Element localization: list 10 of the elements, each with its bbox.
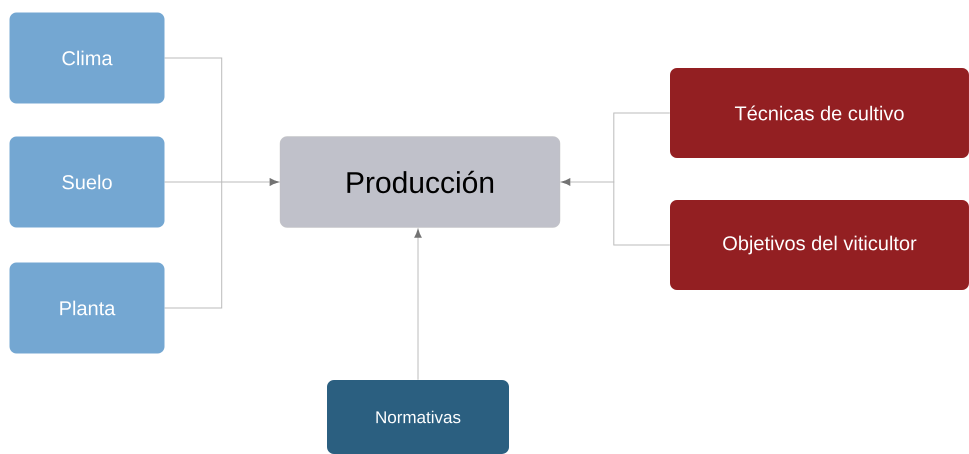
central-box: Producción: [280, 136, 560, 228]
factor-box: Normativas: [327, 380, 509, 454]
factor-box: Objetivos del viticultor: [670, 200, 969, 290]
arrow: [164, 178, 278, 308]
factor-box: Clima: [10, 12, 164, 104]
factor-box: Planta: [10, 262, 164, 354]
factor-box: Técnicas de cultivo: [670, 68, 969, 158]
factor-box: Suelo: [10, 136, 164, 228]
arrow: [562, 178, 670, 246]
arrow: [414, 229, 422, 380]
